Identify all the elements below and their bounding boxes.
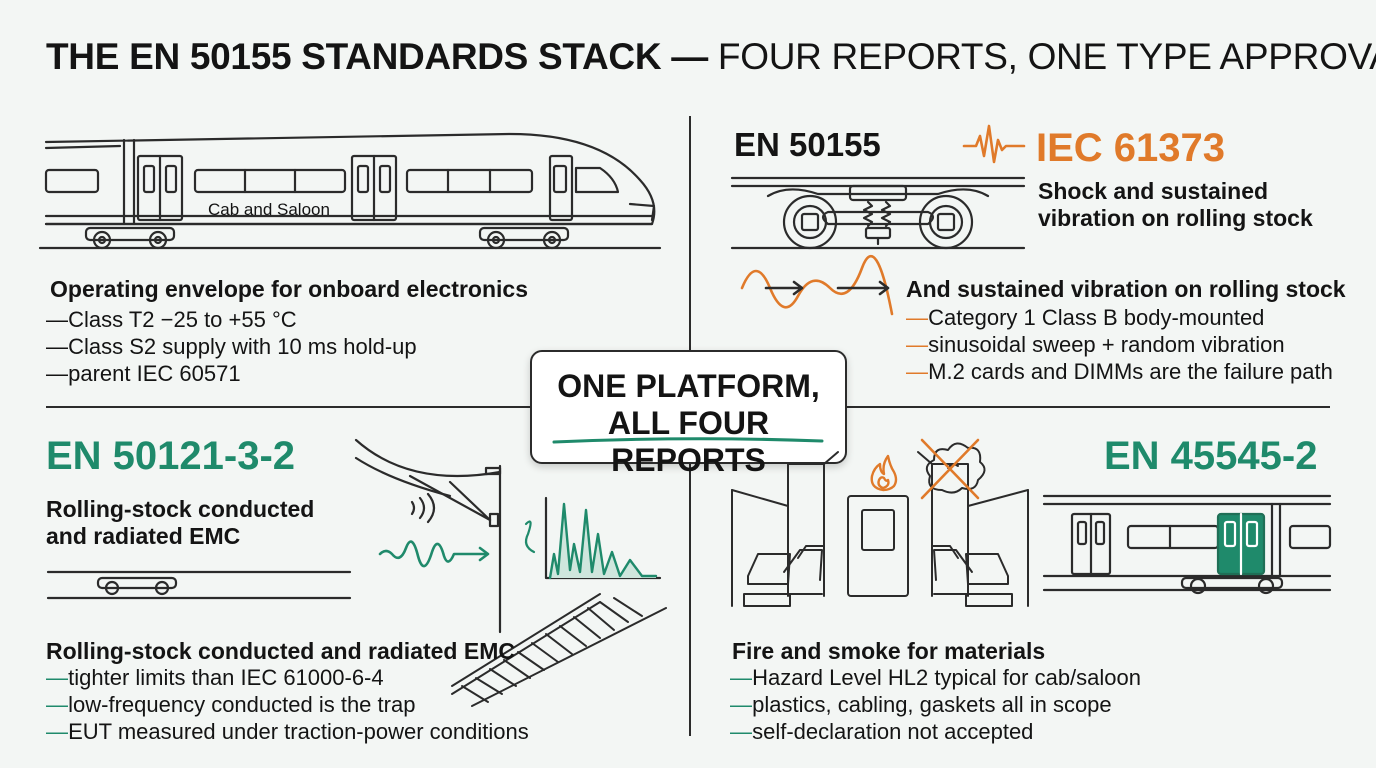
- q2-heading: And sustained vibration on rolling stock: [906, 276, 1346, 302]
- title-separator: —: [661, 36, 718, 77]
- sine-wave-icon: [740, 255, 894, 316]
- list-item: — Class S2 supply with 10 ms hold-up: [46, 334, 417, 359]
- shock-pulse-icon: [962, 124, 1026, 164]
- underline-accent: [552, 437, 824, 444]
- center-line1: ONE PLATFORM,: [557, 368, 820, 404]
- q3-desc-line1: Rolling-stock conducted: [46, 496, 315, 522]
- q3-heading: Rolling-stock conducted and radiated EMC: [46, 638, 515, 664]
- list-item: — self-declaration not accepted: [730, 719, 1034, 744]
- q2-desc-line1: Shock and sustained: [1038, 178, 1269, 204]
- list-item: — plastics, cabling, gaskets all in scop…: [730, 692, 1112, 717]
- q3-desc-line2: and radiated EMC: [46, 523, 241, 549]
- train-icon: [38, 132, 662, 250]
- bogie-icon: [730, 176, 1026, 250]
- list-item: — M.2 cards and DIMMs are the failure pa…: [906, 359, 1333, 384]
- q4-bullets: — Hazard Level HL2 typical for cab/saloo…: [730, 664, 1141, 745]
- no-smoke-icon: [920, 438, 986, 500]
- horizontal-divider-left: [46, 406, 530, 408]
- pantograph-icon: [354, 438, 502, 634]
- q4-standard: EN 45545-2: [1104, 434, 1318, 478]
- center-line2: ALL FOUR REPORTS: [607, 405, 770, 478]
- list-item: — sinusoidal sweep + random vibration: [906, 332, 1285, 357]
- spectrum-icon: [524, 496, 662, 580]
- q1-heading: Operating envelope for onboard electroni…: [50, 276, 528, 302]
- flame-icon: [870, 454, 898, 492]
- q3-bullets: — tighter limits than IEC 61000-6-4 — lo…: [46, 664, 529, 745]
- list-item: — EUT measured under traction-power cond…: [46, 719, 529, 744]
- horizontal-divider-right: [843, 406, 1330, 408]
- list-item: — parent IEC 60571: [46, 361, 241, 386]
- q2-desc-line2: vibration on rolling stock: [1038, 205, 1313, 231]
- radiated-wave-icon: [378, 540, 490, 568]
- page-title: THE EN 50155 STANDARDS STACK — FOUR REPO…: [46, 36, 1376, 78]
- q3-standard: EN 50121-3-2: [46, 434, 296, 478]
- train-side-icon: [1042, 494, 1332, 595]
- q2-bullets: — Category 1 Class B body-mounted — sinu…: [906, 304, 1333, 385]
- center-callout: ONE PLATFORM, ALL FOUR REPORTS: [530, 350, 847, 478]
- train-underframe-icon: [46, 570, 352, 600]
- title-bold: THE EN 50155 STANDARDS STACK: [46, 36, 662, 77]
- list-item: — Class T2 −25 to +55 °C: [46, 307, 297, 332]
- list-item: — Category 1 Class B body-mounted: [906, 305, 1265, 330]
- railway-track-icon: [451, 593, 667, 707]
- title-light: FOUR REPORTS, ONE TYPE APPROVAL: [717, 36, 1376, 77]
- q1-bullets: — Class T2 −25 to +55 °C — Class S2 supp…: [46, 306, 417, 387]
- saloon-interior-icon: [731, 451, 1029, 607]
- list-item: — tighter limits than IEC 61000-6-4: [46, 665, 384, 690]
- q2-standard-right: IEC 61373: [1036, 126, 1226, 170]
- list-item: — low-frequency conducted is the trap: [46, 692, 416, 717]
- train-label: Cab and Saloon: [208, 200, 330, 219]
- q2-standard-left: EN 50155: [734, 126, 881, 163]
- q4-heading: Fire and smoke for materials: [732, 638, 1046, 664]
- list-item: — Hazard Level HL2 typical for cab/saloo…: [730, 665, 1142, 690]
